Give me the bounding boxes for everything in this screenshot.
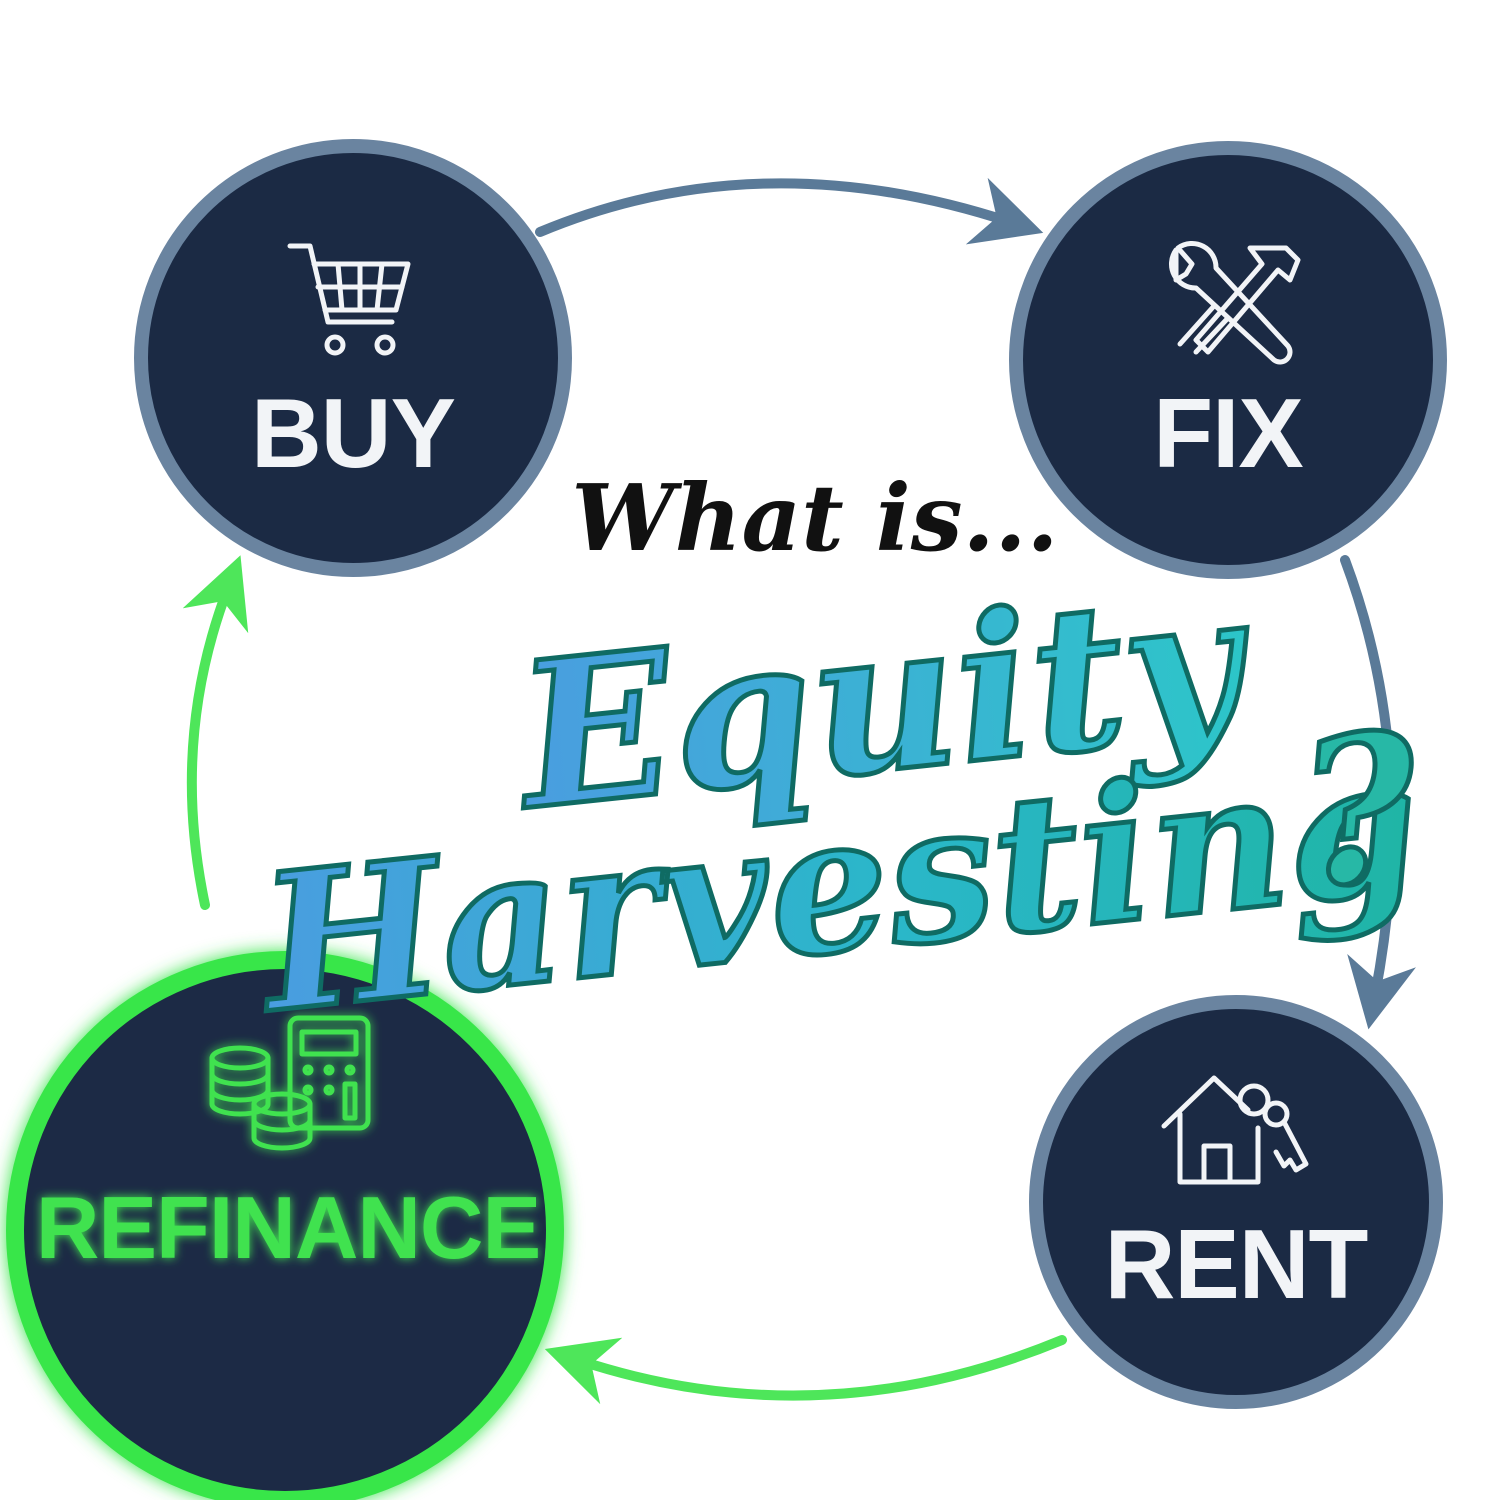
coins-calculator-icon <box>209 1015 371 1151</box>
shopping-cart-icon <box>287 243 411 356</box>
node-buy-label: BUY <box>251 378 455 488</box>
node-rent: RENT <box>1029 995 1443 1409</box>
arrow-fix-to-rent <box>1340 555 1416 1030</box>
headline-what-is: What is... <box>571 464 1058 572</box>
node-refinance: REFINANCE <box>6 951 564 1500</box>
arrow-refinance-to-buy <box>182 555 249 910</box>
node-fix-label: FIX <box>1153 378 1303 488</box>
node-fix-circle <box>1009 141 1447 579</box>
house-key-icon <box>1161 1075 1309 1185</box>
node-refinance-label: REFINANCE <box>36 1178 540 1277</box>
node-rent-label: RENT <box>1105 1209 1368 1319</box>
headline-question-mark: ? <box>1288 687 1431 933</box>
node-rent-circle <box>1029 995 1443 1409</box>
node-fix: FIX <box>1009 141 1447 579</box>
cycle-arrows <box>182 177 1416 1405</box>
arrow-buy-to-fix <box>535 177 1044 245</box>
node-buy-circle <box>134 139 572 577</box>
arrow-rent-to-refinance <box>544 1335 1067 1405</box>
node-buy: BUY <box>134 139 572 577</box>
node-refinance-circle <box>6 951 564 1500</box>
wrench-hammer-icon <box>1168 240 1301 365</box>
